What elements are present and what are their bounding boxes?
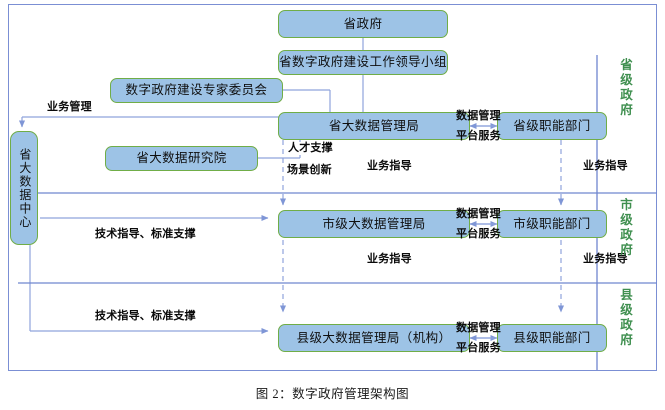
tier-label-county: 县级政府 [618, 288, 632, 348]
node-provincial-government[interactable]: 省政府 [278, 10, 448, 38]
edge-label-business-guidance-province-right: 业务指导 [583, 160, 628, 172]
node-city-functional-dept[interactable]: 市级职能部门 [497, 210, 607, 238]
edge-label-business-guidance-province-left: 业务指导 [367, 160, 412, 172]
edge-label-platform-service-city: 平台服务 [456, 228, 501, 240]
tier-label-province: 省级政府 [618, 58, 632, 118]
node-city-bigdata-bureau[interactable]: 市级大数据管理局 [278, 210, 470, 238]
node-provincial-research-institute[interactable]: 省大数据研究院 [105, 146, 258, 171]
edge-label-tech-guidance-county: 技术指导、标准支撑 [95, 310, 196, 322]
node-provincial-functional-dept[interactable]: 省级职能部门 [497, 112, 607, 140]
figure-caption: 图 2：数字政府管理架构图 [255, 387, 410, 401]
edge-label-platform-service-province: 平台服务 [456, 130, 501, 142]
node-county-functional-dept[interactable]: 县级职能部门 [497, 324, 607, 352]
edge-label-business-management: 业务管理 [47, 101, 92, 113]
node-county-bigdata-bureau[interactable]: 县级大数据管理局（机构） [278, 324, 470, 352]
tier-label-city: 市级政府 [618, 198, 632, 258]
node-provincial-data-center[interactable]: 省大数据中心 [10, 131, 38, 245]
edge-label-business-guidance-city-left: 业务指导 [367, 253, 412, 265]
node-provincial-bigdata-bureau[interactable]: 省大数据管理局 [278, 112, 470, 140]
edge-label-tech-guidance-city: 技术指导、标准支撑 [95, 228, 196, 240]
edge-label-data-management-province: 数据管理 [456, 110, 501, 122]
node-expert-committee[interactable]: 数字政府建设专家委员会 [110, 78, 283, 103]
edge-label-scenario-innovation: 场景创新 [287, 164, 332, 176]
edge-label-business-guidance-city-right: 业务指导 [583, 253, 628, 265]
edge-label-data-management-county: 数据管理 [456, 322, 501, 334]
node-leading-group[interactable]: 省数字政府建设工作领导小组 [278, 50, 448, 75]
edge-label-data-management-city: 数据管理 [456, 208, 501, 220]
edge-label-platform-service-county: 平台服务 [456, 342, 501, 354]
edge-label-talent-support: 人才支撑 [287, 142, 334, 156]
